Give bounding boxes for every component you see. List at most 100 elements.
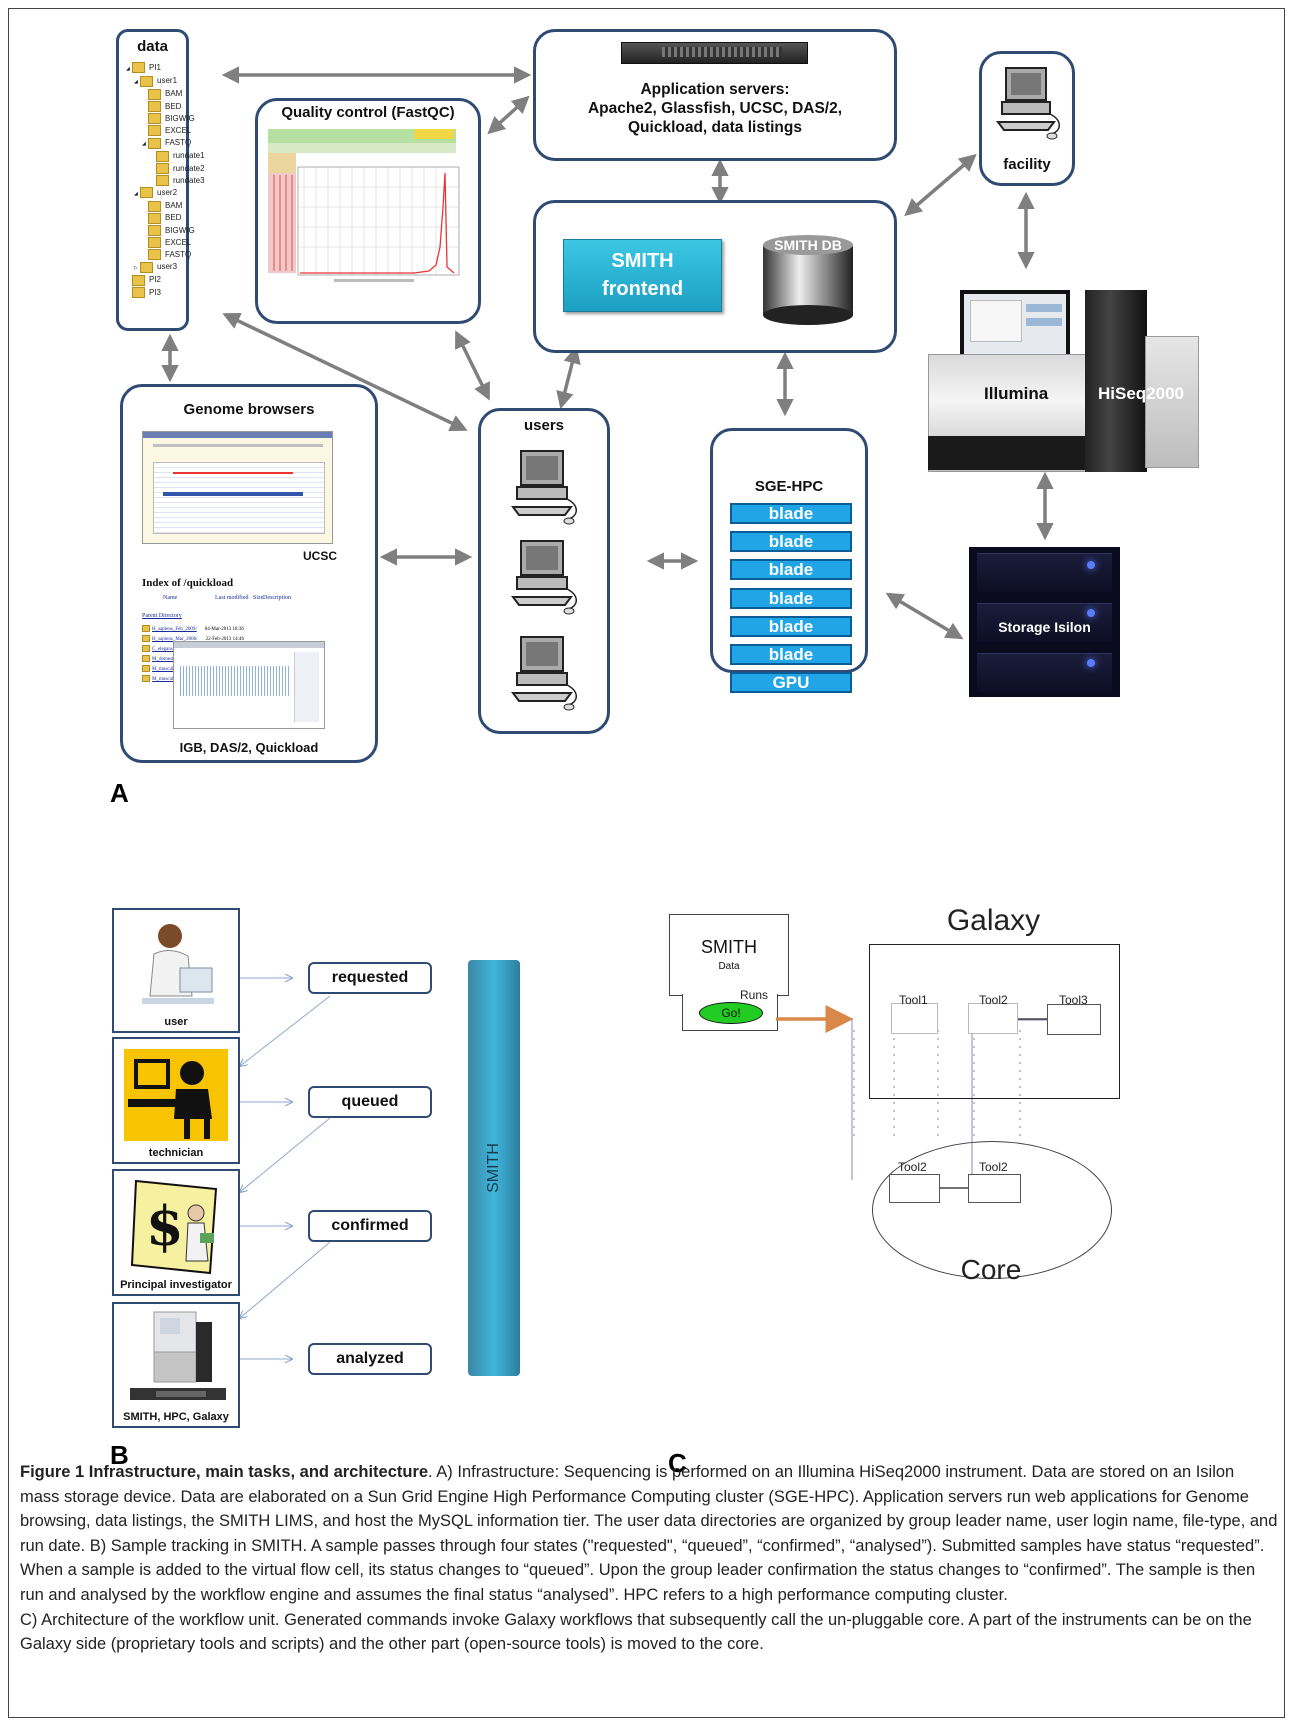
role-user: user xyxy=(112,908,240,1033)
data-tree-item[interactable]: FASTQ xyxy=(126,249,196,261)
folder-icon xyxy=(132,274,145,286)
data-tree-item[interactable]: ◢FASTQ xyxy=(126,137,196,150)
data-tree-item[interactable]: rundate3 xyxy=(126,175,205,187)
panel-a-label: A xyxy=(110,778,129,808)
role-label-systems: SMITH, HPC, Galaxy xyxy=(123,1411,229,1423)
facility-computer-icon xyxy=(996,67,1060,140)
index-header[interactable]: Last modified xyxy=(215,595,249,601)
quickload-index-title: Index of /quickload xyxy=(142,577,234,589)
data-tree-label: rundate2 xyxy=(173,163,205,173)
blade-unit: blade xyxy=(730,503,852,524)
smith-frontend: SMITH frontend xyxy=(563,239,722,312)
data-tree-item[interactable]: PI2 xyxy=(126,274,196,286)
folder-icon xyxy=(148,101,161,112)
tree-toggle-icon: ◢ xyxy=(126,66,130,72)
index-header[interactable]: Size xyxy=(253,595,264,601)
data-tree-item[interactable]: BAM xyxy=(126,200,196,212)
data-tree-label: EXCEL xyxy=(165,237,192,247)
data-tree-item[interactable]: rundate1 xyxy=(126,150,205,162)
ucsc-screenshot xyxy=(142,431,333,544)
state-analyzed: analyzed xyxy=(308,1343,432,1375)
data-tree-item[interactable]: ◢PI1 xyxy=(126,62,196,75)
panel-c-label: C xyxy=(668,1448,687,1478)
index-row[interactable]: H_sapiens_Mar_2006/22-Feb-2013 14:46 xyxy=(142,635,262,645)
data-tree-item[interactable]: ◢user2 xyxy=(126,187,196,200)
arrow-qc-users xyxy=(455,330,490,401)
galaxy-tool3-label: Tool3 xyxy=(1059,993,1088,1007)
data-tree-label: BED xyxy=(165,101,182,111)
folder-icon xyxy=(148,137,161,149)
data-tree-label: BIGWIG xyxy=(165,113,195,123)
index-row-name[interactable]: H_sapiens_Feb_2009/ xyxy=(152,627,197,632)
illumina-label: Illumina xyxy=(984,384,1049,403)
storage-isilon-label: Storage Isilon xyxy=(998,619,1091,635)
svg-text:$: $ xyxy=(146,1194,184,1258)
folder-icon xyxy=(142,645,150,653)
role-smith-hpc-galaxy: SMITH, HPC, Galaxy xyxy=(112,1302,240,1428)
index-row-name[interactable]: H_sapiens_Mar_2006/ xyxy=(152,637,198,642)
data-tree-item[interactable]: BIGWIG xyxy=(126,225,196,237)
smith-data-subtitle: Data xyxy=(718,961,740,972)
folder-icon xyxy=(156,150,169,162)
data-tree-item[interactable]: rundate2 xyxy=(126,163,205,175)
role-label-user: user xyxy=(164,1016,188,1028)
data-tree-item[interactable]: BED xyxy=(126,212,196,224)
panel-b-label: B xyxy=(110,1440,129,1470)
data-tree-label: BAM xyxy=(165,89,183,99)
folder-icon xyxy=(142,665,150,673)
investigator-icon: $ xyxy=(130,1179,218,1275)
caption-title: Figure 1 Infrastructure, main tasks, and… xyxy=(20,1463,429,1481)
data-tree-label: FASTQ xyxy=(165,250,192,260)
blade-unit: blade xyxy=(730,587,852,609)
go-button[interactable]: Go! xyxy=(699,1002,763,1024)
figure-caption: Figure 1 Infrastructure, main tasks, and… xyxy=(20,1460,1278,1657)
data-tree-item[interactable]: EXCEL xyxy=(126,237,196,249)
technician-icon xyxy=(124,1049,228,1141)
folder-icon xyxy=(148,212,161,224)
smith-box: SMITH frontend SMITH DB xyxy=(533,200,897,353)
tree-toggle-icon: ◢ xyxy=(142,141,146,148)
index-header[interactable]: Name xyxy=(163,595,178,601)
folder-icon xyxy=(132,62,145,74)
folder-icon xyxy=(142,675,150,683)
data-tree-item[interactable]: ▷user3 xyxy=(126,261,196,274)
data-tree-item[interactable]: ◢ user1 xyxy=(126,75,196,88)
galaxy-tool2-box xyxy=(968,1003,1018,1034)
data-tree-item[interactable]: BAM xyxy=(126,88,196,100)
index-row[interactable]: H_sapiens_Feb_2009/04-Mar-2013 18:36 xyxy=(142,625,262,635)
arrow-data-users xyxy=(222,312,468,432)
folder-icon xyxy=(140,261,153,273)
data-tree-item[interactable]: BED xyxy=(126,101,196,113)
galaxy-tool2-label: Tool2 xyxy=(979,993,1008,1007)
core-tool-b-label: Tool2 xyxy=(979,1160,1008,1174)
data-tree-label: BAM xyxy=(165,201,183,211)
data-tree-item[interactable]: EXCEL xyxy=(126,125,196,137)
smith-db-cylinder xyxy=(763,235,853,325)
galaxy-tool3-box xyxy=(1047,1004,1101,1035)
tree-toggle-icon: ◢ xyxy=(134,79,138,86)
user-computer-icon-2 xyxy=(511,540,577,615)
igb-screenshot xyxy=(173,641,325,729)
data-tree-label: user1 xyxy=(157,76,178,86)
folder-icon xyxy=(142,655,150,663)
core-tool-a-box xyxy=(889,1174,940,1203)
blade-unit: blade xyxy=(730,531,852,553)
arrow-hpc-storage xyxy=(885,592,964,640)
index-header[interactable]: Description xyxy=(263,595,291,601)
folder-icon xyxy=(142,625,150,633)
galaxy-title: Galaxy xyxy=(946,904,1041,937)
data-tree-label: rundate3 xyxy=(173,175,205,185)
data-tree-label: user3 xyxy=(157,262,178,272)
folder-icon xyxy=(148,200,161,212)
data-tree-item[interactable]: BIGWIG xyxy=(126,113,196,125)
data-tree-item[interactable]: PI3 xyxy=(126,287,196,299)
genome-browsers-title: Genome browsers xyxy=(183,401,315,418)
app-servers-box: Application servers: Apache2, Glassfish,… xyxy=(533,29,897,161)
user-computer-icon-3 xyxy=(511,636,577,711)
illumina-hiseq-image: Illumina HiSeq2000 xyxy=(920,286,1202,476)
blade-unit: blade xyxy=(730,644,852,665)
core-ellipse xyxy=(872,1141,1112,1279)
